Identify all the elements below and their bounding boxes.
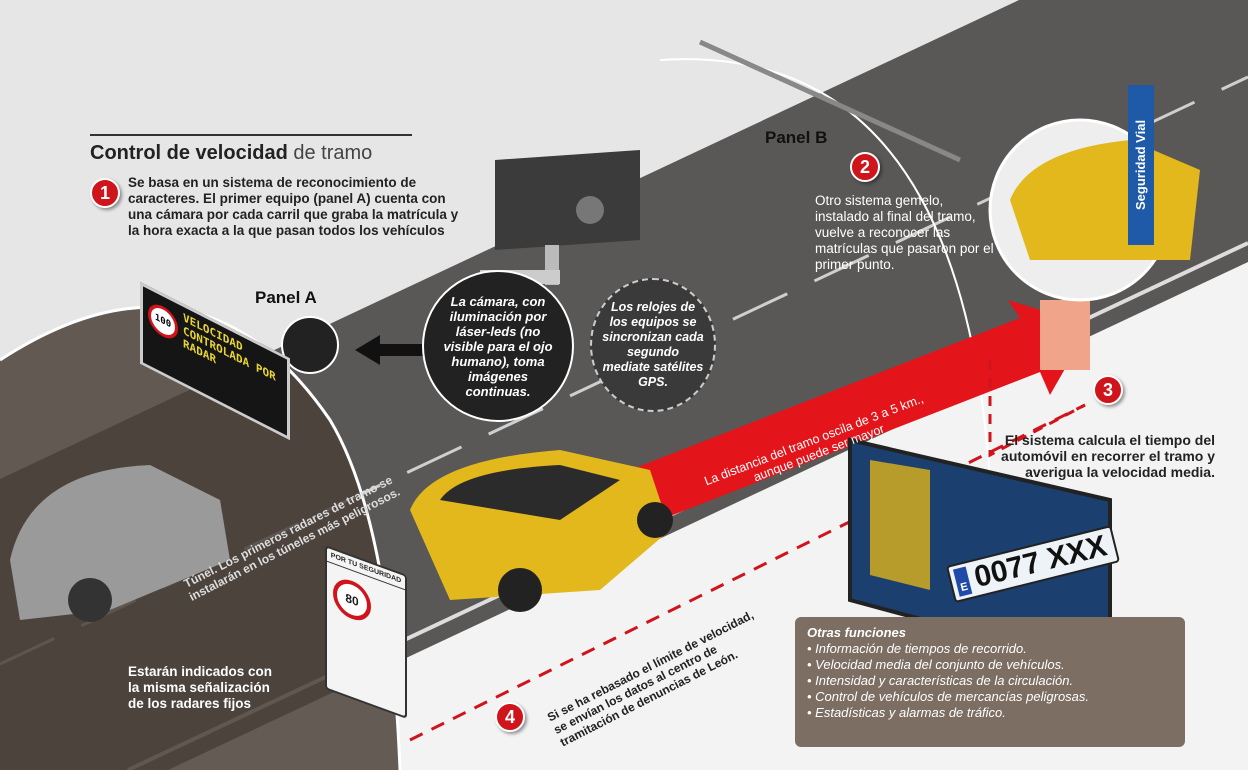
other-functions-heading: Otras funciones	[807, 625, 906, 640]
other-functions-item: • Intensidad y características de la cir…	[807, 673, 1074, 688]
speed-limit-80-icon: 80	[333, 573, 371, 626]
other-functions-item: • Información de tiempos de recorrido.	[807, 641, 1027, 656]
other-functions-item: • Estadísticas y alarmas de tráfico.	[807, 705, 1006, 720]
title-bold: Control de velocidad	[90, 142, 288, 164]
page-title: Control de velocidad de tramo	[90, 134, 412, 165]
signage-note: Estarán indicados con la misma señalizac…	[128, 664, 273, 711]
panel-a-label: Panel A	[255, 288, 317, 307]
monitor-screen	[848, 437, 1112, 673]
step-3-text: El sistema calcula el tiempo del automóv…	[1001, 432, 1215, 480]
pointer-arrow	[355, 335, 425, 365]
clock-bubble: Los relojes de los equipos se sincroniza…	[590, 278, 716, 412]
step-1-text: Se basa en un sistema de reconocimiento …	[128, 175, 459, 238]
panel-b-cabinet	[1040, 300, 1090, 370]
panel-a-camera-zoom	[281, 316, 339, 374]
distance-arrow	[630, 300, 1090, 520]
other-functions-item: • Control de vehículos de mercancías pel…	[807, 689, 1090, 704]
grey-car	[10, 465, 230, 622]
panel-b-label: Panel B	[765, 128, 828, 147]
plate-country: E	[952, 566, 973, 597]
data-dashed-line	[409, 403, 1086, 742]
title-light: de tramo	[293, 142, 373, 164]
camera-bubble-text: La cámara, con iluminación por láser-led…	[443, 293, 553, 399]
other-functions-box: Otras funciones • Información de tiempos…	[795, 617, 1185, 747]
clock-bubble-text: Los relojes de los equipos se sincroniza…	[602, 300, 704, 389]
other-functions-item: • Velocidad media del conjunto de vehícu…	[807, 657, 1065, 672]
seguridad-vial-logo: Seguridad Vial	[1128, 85, 1154, 245]
camera-bubble: La cámara, con iluminación por láser-led…	[422, 270, 574, 422]
yellow-car	[410, 450, 673, 612]
step-4-badge: 4	[495, 702, 525, 732]
speed-limit-100-icon: 100	[148, 298, 178, 345]
step-2-badge: 2	[850, 152, 880, 182]
road-sign: POR TU SEGURIDAD 80	[325, 545, 407, 719]
step-2-text: Otro sistema gemelo, instalado al final …	[815, 193, 994, 272]
step-3-badge: 3	[1093, 375, 1123, 405]
step-1-badge: 1	[90, 178, 120, 208]
